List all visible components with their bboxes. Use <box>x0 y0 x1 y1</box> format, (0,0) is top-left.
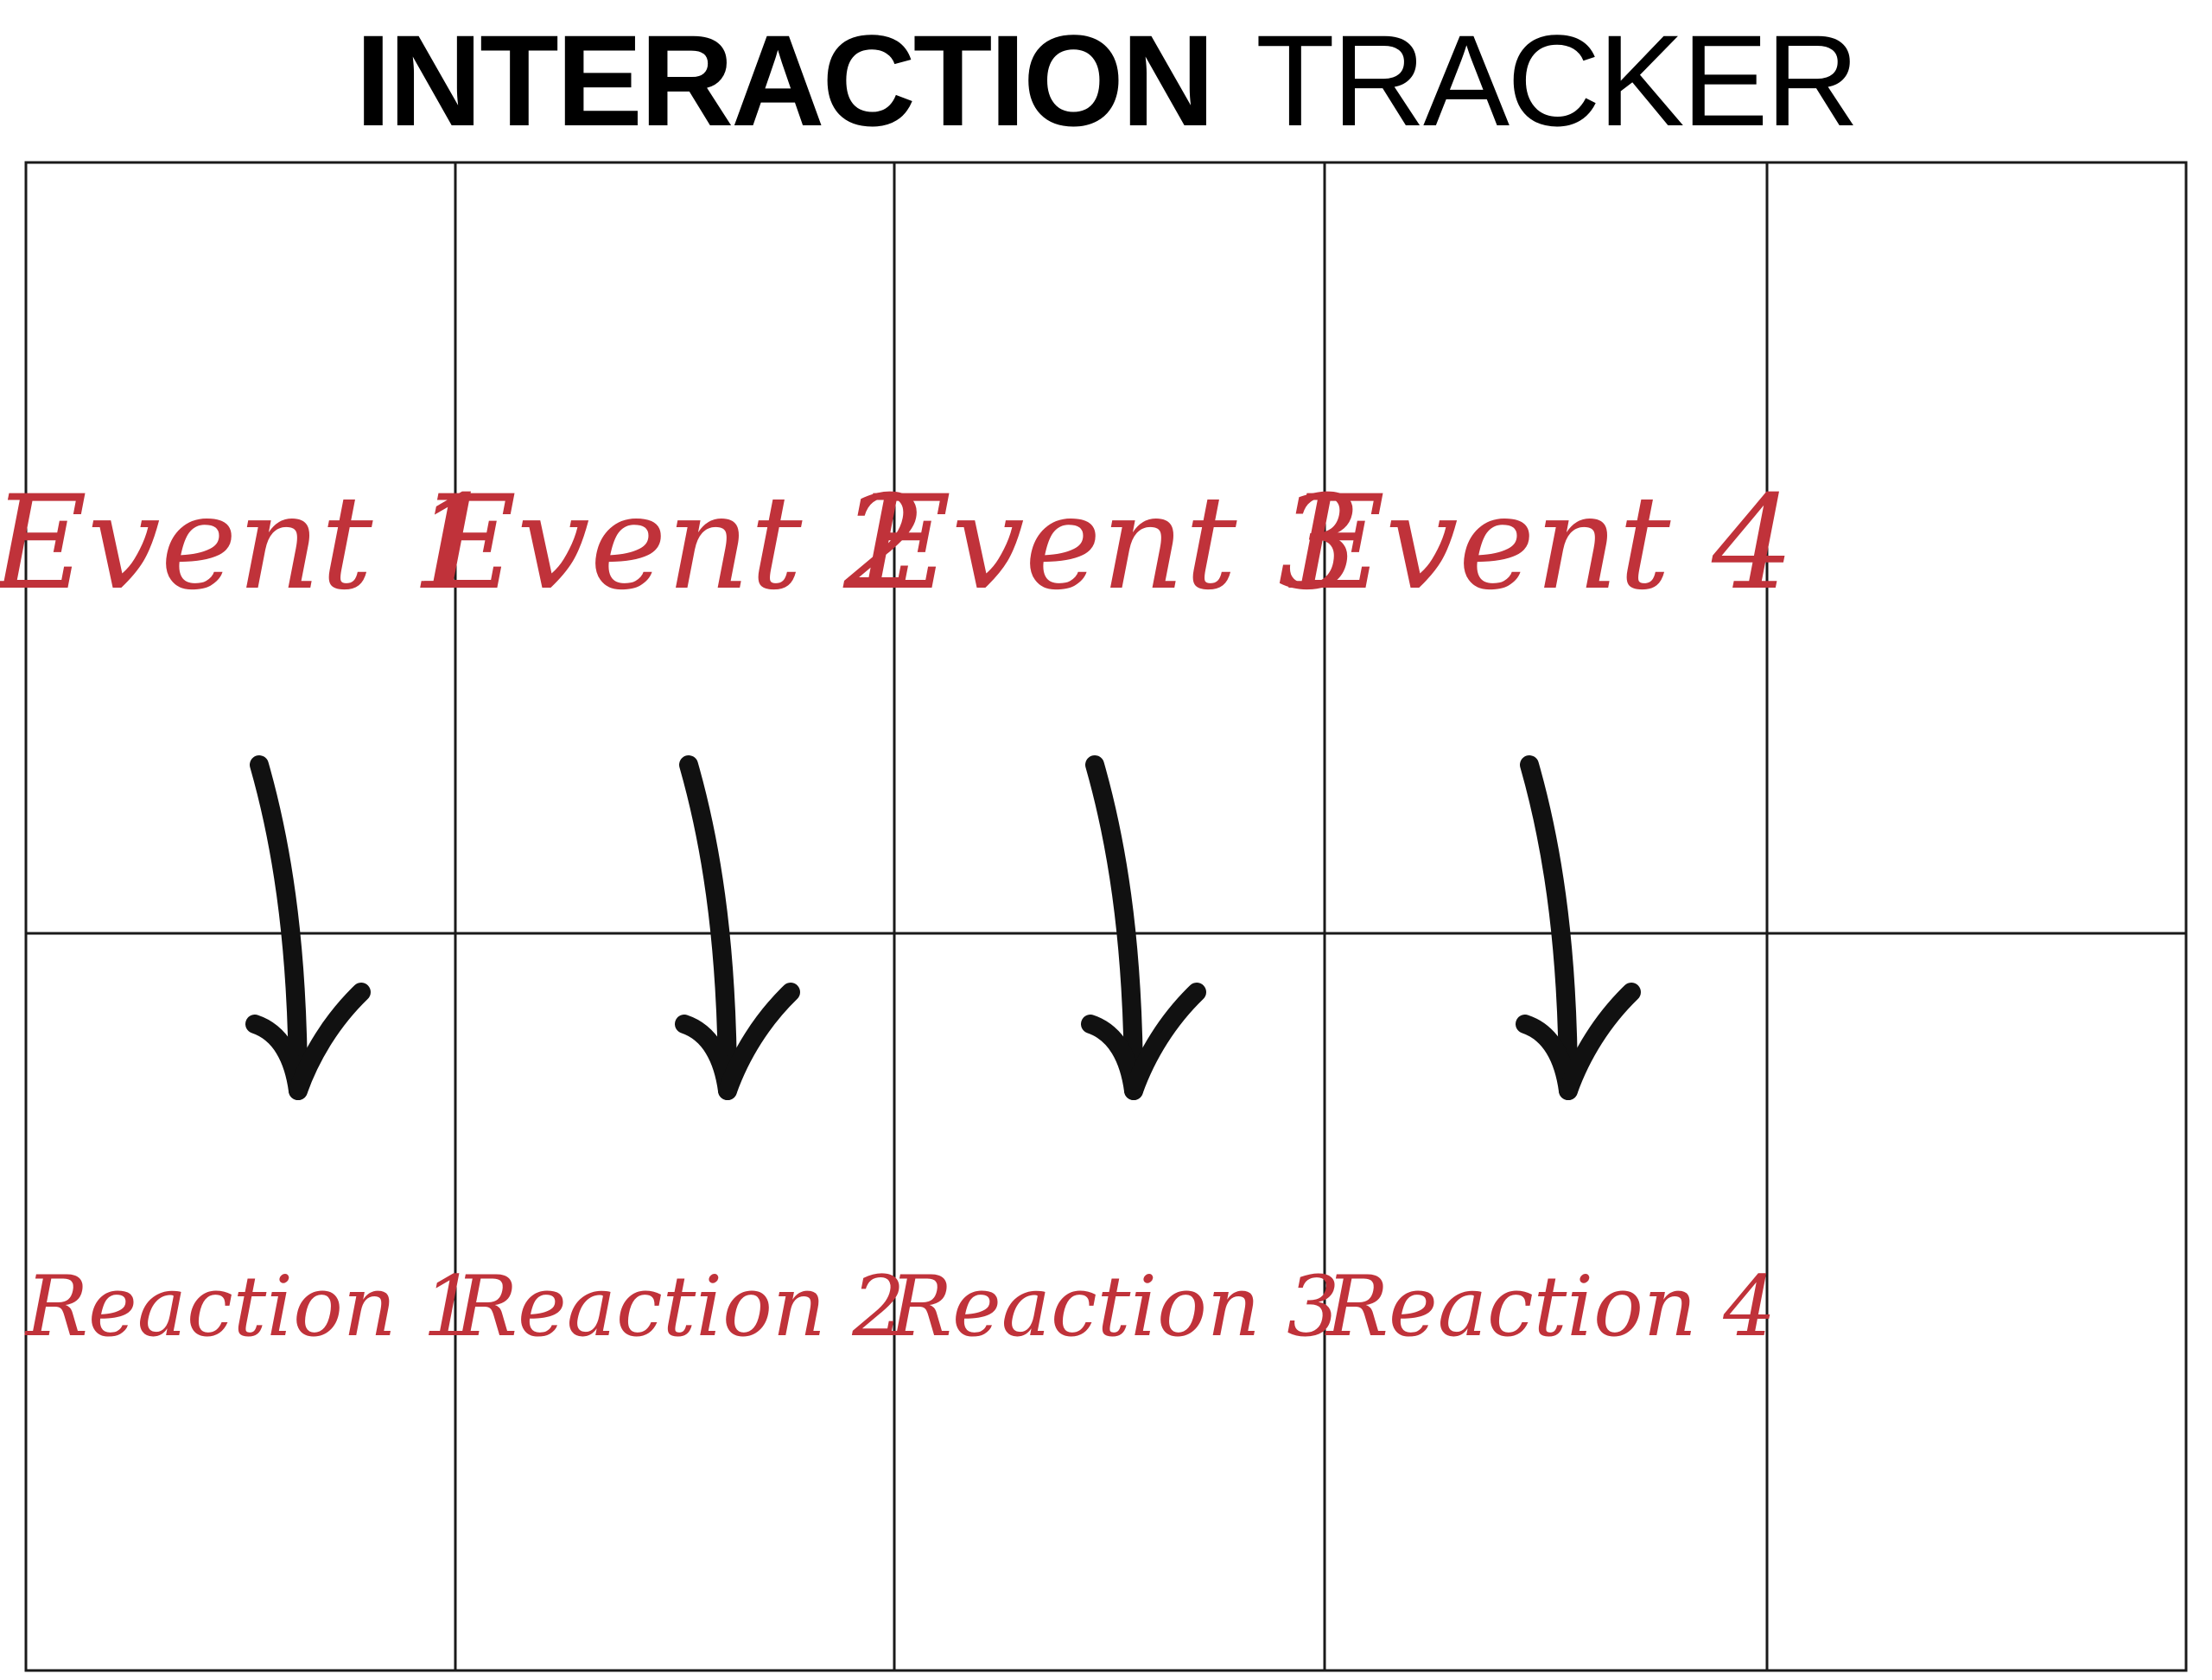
event-label-3: Event 3 <box>854 468 1360 619</box>
reaction-label-4: Reaction 4 <box>1325 1258 1777 1355</box>
title-light: TRACKER <box>1255 7 1859 153</box>
grid-border <box>24 161 2188 1672</box>
reaction-label-1: Reaction 1 <box>24 1258 476 1355</box>
event-label-2: Event 2 <box>419 468 925 619</box>
arrow-down-icon <box>1081 755 1206 1100</box>
event-label-1: Event 1 <box>0 468 497 619</box>
reaction-label-3: Reaction 3 <box>888 1258 1340 1355</box>
arrow-down-icon <box>1516 755 1641 1100</box>
title-bold: INTERACTION <box>355 7 1215 153</box>
page-title: INTERACTION TRACKER <box>0 0 2212 160</box>
arrow-down-icon <box>675 755 800 1100</box>
arrow-down-icon <box>245 755 371 1100</box>
reaction-label-2: Reaction 2 <box>454 1258 906 1355</box>
event-label-4: Event 4 <box>1287 468 1794 619</box>
